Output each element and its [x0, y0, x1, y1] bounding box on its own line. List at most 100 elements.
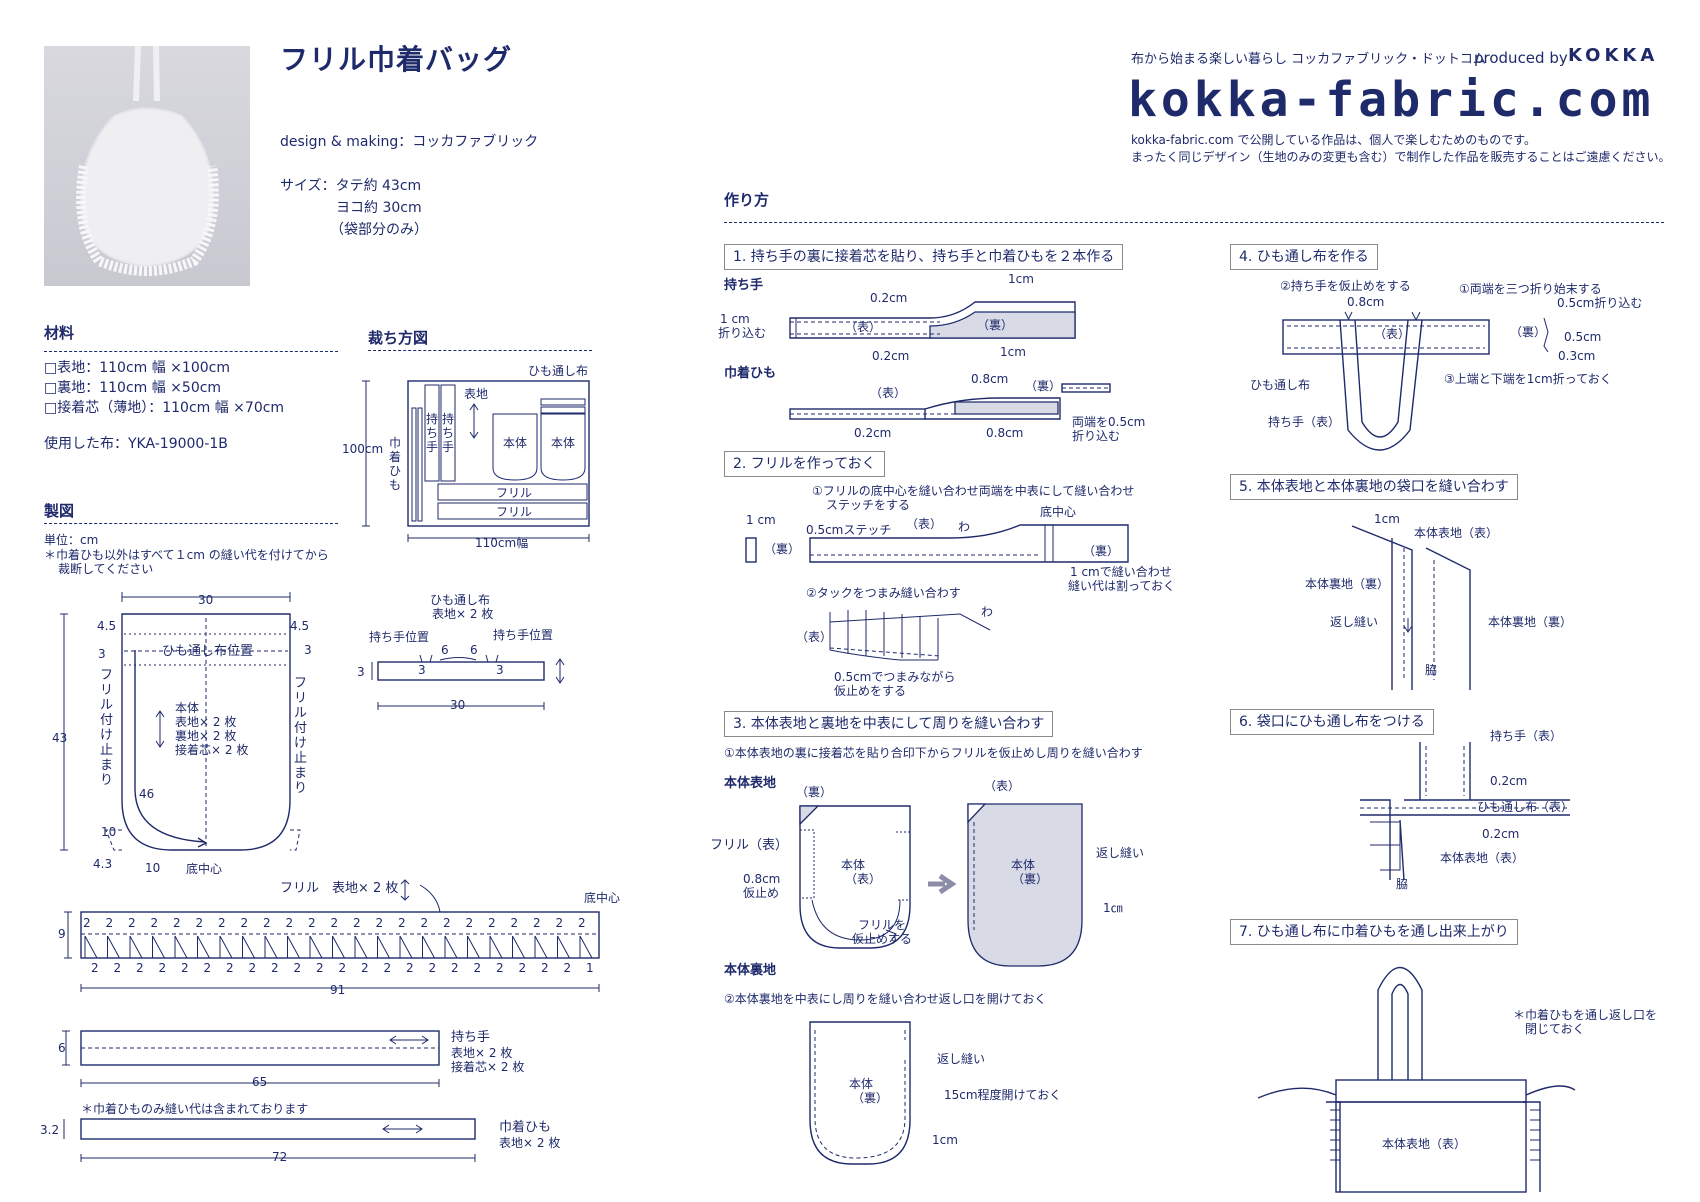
- s2-note-a2: ステッチをする: [826, 498, 911, 512]
- s2-ura-small: （裏）: [764, 542, 801, 556]
- s1-1-top: 1cm: [1008, 272, 1034, 286]
- cutting-heading: 裁ち方図: [368, 329, 429, 347]
- string-title: 巾着ひも: [499, 1120, 552, 1135]
- used-fabric: 使用した布：YKA-19000-1B: [44, 436, 228, 452]
- frill-tuck-number: 2: [578, 916, 586, 930]
- frill-tuck-number: 2: [181, 961, 189, 975]
- s2-note-b: ②タックをつまみ縫い合わす: [806, 586, 961, 600]
- s3-kari-08: 0.8cm: [743, 872, 781, 886]
- step-3-title: 3. 本体表地と裏地を中表にして周りを縫い合わす: [724, 711, 1054, 737]
- s4-mochite-kari: ②持ち手を仮止めをする: [1280, 279, 1411, 293]
- s4-ura: （裏）: [1510, 325, 1547, 339]
- frill-pleat-mark: [197, 935, 210, 959]
- s3-frill-kari2: 仮止めする: [852, 932, 913, 946]
- cut-frill-2: フリル: [496, 505, 533, 519]
- s3-kari-label: 仮止め: [743, 886, 780, 900]
- pattern-divider: [44, 523, 338, 524]
- s7-hontai-omote: 本体表地（表）: [1382, 1137, 1467, 1151]
- step-1-title: 1. 持ち手の裏に接着芯を貼り、持ち手と巾着ひもを２本作る: [724, 244, 1124, 270]
- s2-wa: わ: [958, 520, 971, 534]
- s3-ura-a: （裏）: [796, 785, 833, 799]
- cut-mochite-2: 持ち手: [441, 412, 454, 454]
- bottom-center: 底中心: [186, 862, 223, 876]
- s2-ura: （裏）: [1083, 544, 1120, 558]
- frill-tuck-number: 2: [473, 961, 482, 975]
- s2-omote: （表）: [906, 517, 943, 531]
- frill-tuck-number: 2: [136, 961, 144, 975]
- site-logo[interactable]: kokka-fabric.com: [1128, 72, 1655, 128]
- s3d-1cm: 1cm: [932, 1133, 958, 1147]
- s4-jouge: ③上端と下端を1cm折っておく: [1444, 372, 1612, 386]
- body-ura: 裏地× 2 枚: [175, 729, 237, 743]
- product-photo: [44, 46, 250, 286]
- frill-tuck-number: 2: [555, 916, 564, 930]
- s3d-ura: （裏）: [852, 1091, 889, 1105]
- s4-03: 0.3cm: [1558, 349, 1596, 363]
- handle-height: 6: [58, 1041, 66, 1055]
- step-6-title: 6. 袋口にひも通し布をつける: [1230, 709, 1434, 735]
- s2-stitch: 0.5cmステッチ: [806, 523, 892, 537]
- himo-3-side: 3: [357, 665, 365, 679]
- materials-divider: [44, 351, 338, 352]
- himo-title: ひも通し布: [430, 593, 491, 607]
- cut-height: 100cm: [342, 442, 384, 456]
- handle-sub-2: 接着芯× 2 枚: [451, 1060, 525, 1074]
- frill-pleat-mark: [579, 935, 593, 959]
- s4-05: 0.5cm: [1564, 330, 1602, 344]
- himo-sub: 表地× 2 枚: [432, 607, 494, 621]
- frill-pleat-mark: [399, 935, 413, 959]
- frill-tuck-number: 2: [83, 916, 91, 930]
- s1-1cm-left: 1 cm: [720, 312, 750, 326]
- size-width: ヨコ約 30cm: [336, 200, 422, 216]
- s4-mochite-omote: 持ち手（表）: [1268, 415, 1341, 429]
- howto-heading: 作り方: [724, 191, 770, 209]
- frill-tuck-number: 2: [533, 916, 541, 930]
- s3-frill-omote: フリル（表）: [710, 838, 789, 853]
- s3-label-omote: 本体表地: [724, 776, 777, 791]
- frill-pleat-mark: [377, 935, 390, 959]
- cut-mochite-1: 持ち手: [425, 412, 438, 454]
- dim-45-right: 4.5: [290, 619, 310, 633]
- dim-46: 46: [139, 787, 155, 801]
- body-label: 本体: [175, 701, 200, 715]
- frill-tuck-number: 2: [263, 916, 271, 930]
- string-width: 72: [272, 1150, 288, 1164]
- s1b-oriko: 折り込む: [1072, 429, 1121, 443]
- frill-tuck-number: 2: [316, 961, 324, 975]
- frill-tuck-number: 2: [420, 916, 429, 930]
- frill-pleat-mark: [444, 935, 458, 959]
- cut-hontai-1: 本体: [503, 436, 528, 450]
- kokka-brand: KOKKA: [1568, 45, 1659, 66]
- material-item: □表地：110cm 幅 ×100cm: [44, 360, 230, 376]
- s3-hontai: 本体: [841, 858, 866, 872]
- handle-width: 65: [252, 1075, 268, 1089]
- pattern-note-2: 裁断してください: [58, 562, 154, 576]
- dim-43: 43: [52, 731, 68, 745]
- s3-hontai-b: 本体: [1011, 858, 1036, 872]
- s2-nui2: 縫い代は割っておく: [1068, 579, 1176, 593]
- himo-6-a: 6: [441, 643, 449, 657]
- frill-pleat-mark: [219, 935, 233, 959]
- s1-02-bot: 0.2cm: [872, 349, 910, 363]
- frill-tuck-number: 2: [465, 916, 474, 930]
- pattern-heading: 製図: [44, 502, 75, 520]
- frill-tuck-number: 2: [285, 916, 294, 930]
- dim-43-corner: 4.3: [93, 857, 113, 871]
- s1-1-bot: 1cm: [1000, 345, 1026, 359]
- string-sub: 表地× 2 枚: [499, 1136, 561, 1150]
- s5-hontai-ura-b: 本体裏地（裏）: [1488, 615, 1573, 629]
- frill-tuck-number: 2: [128, 916, 136, 930]
- himo-3-b: 3: [496, 663, 504, 677]
- s1b-ura: （裏）: [1025, 379, 1062, 393]
- frill-pleat-mark: [534, 935, 548, 959]
- handle-pos-left: 持ち手位置: [369, 630, 430, 644]
- size-label: サイズ：タテ約 43cm: [280, 178, 422, 194]
- frill-tuck-number: 2: [563, 961, 572, 975]
- s3-note-d: ②本体裏地を中表にし周りを縫い合わせ返し口を開けておく: [724, 992, 1047, 1006]
- frill-pleat-mark: [489, 935, 503, 959]
- s2-1cm: 1 cm: [746, 513, 776, 527]
